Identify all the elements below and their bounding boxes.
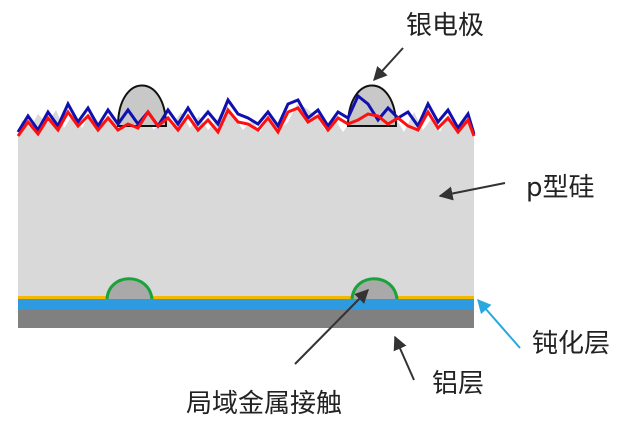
- front-surface-red-line: [16, 106, 476, 137]
- p-silicon-label: p型硅: [526, 173, 595, 203]
- local-contact-left-fill: [107, 278, 152, 299]
- silver-electrode-arrow: [373, 47, 404, 82]
- aluminum-layer: [18, 310, 474, 328]
- local-contact-left-outline: [105, 277, 154, 300]
- local-metal-contact-label: 局域金属接触: [186, 389, 342, 419]
- local-metal-contact-arrow: [294, 289, 369, 365]
- front-surface-blue-line: [16, 93, 476, 135]
- passivation-layer-label: 钝化层: [532, 329, 610, 359]
- local-contact-right-outline: [350, 277, 399, 300]
- p-silicon-body: [18, 100, 474, 298]
- aluminum-layer-arrow: [393, 335, 415, 381]
- p-silicon-arrow: [438, 182, 506, 201]
- silver-electrode-label: 银电极: [406, 11, 484, 41]
- aluminum-layer-label: 铝层: [432, 369, 484, 399]
- passivation-layer-top-edge: [18, 296, 474, 299]
- passivation-layer: [18, 298, 474, 310]
- passivation-layer-arrow: [477, 298, 521, 349]
